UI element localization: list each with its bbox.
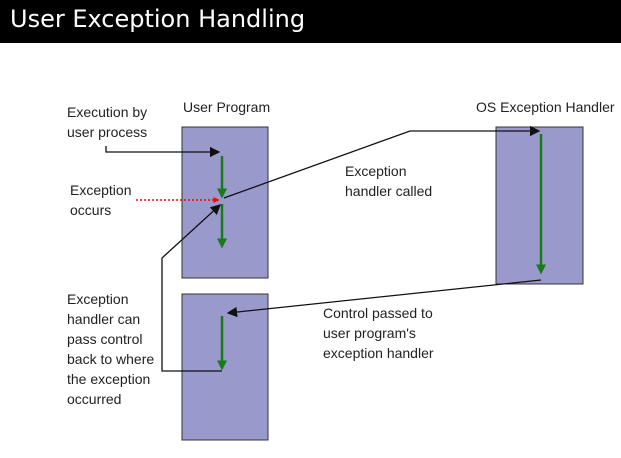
pass-back-label-1: Exception — [67, 291, 128, 307]
pass-back-label-3: pass control — [67, 331, 142, 347]
user-program-box-top — [181, 126, 269, 279]
slide-title: User Exception Handling — [10, 5, 306, 33]
control-passed-label-3: exception handler — [323, 345, 434, 361]
pass-back-label-5: the exception — [67, 371, 150, 387]
execution-label-2: user process — [67, 124, 147, 140]
pass-back-label-2: handler can — [67, 311, 140, 327]
pass-back-label-4: back to where — [67, 351, 154, 367]
handler-called-label-2: handler called — [345, 183, 432, 199]
user-program-box-bottom — [181, 293, 269, 441]
handler-called-arrow — [223, 125, 541, 199]
execution-arrow — [105, 146, 221, 158]
os-handler-box — [495, 126, 584, 285]
user-program-label: User Program — [183, 99, 270, 115]
control-passed-label-2: user program's — [323, 325, 416, 341]
exception-occurs-label-1: Exception — [70, 182, 131, 198]
execution-label-1: Execution by — [67, 104, 147, 120]
control-passed-label-1: Control passed to — [323, 305, 433, 321]
exception-occurs-label-2: occurs — [70, 202, 111, 218]
title-bar: User Exception Handling — [0, 0, 621, 43]
pass-back-label-6: occurred — [67, 391, 121, 407]
return-arrow — [161, 204, 222, 372]
control-passed-arrow — [226, 279, 542, 318]
os-handler-label: OS Exception Handler — [476, 99, 615, 115]
handler-called-label-1: Exception — [345, 163, 406, 179]
